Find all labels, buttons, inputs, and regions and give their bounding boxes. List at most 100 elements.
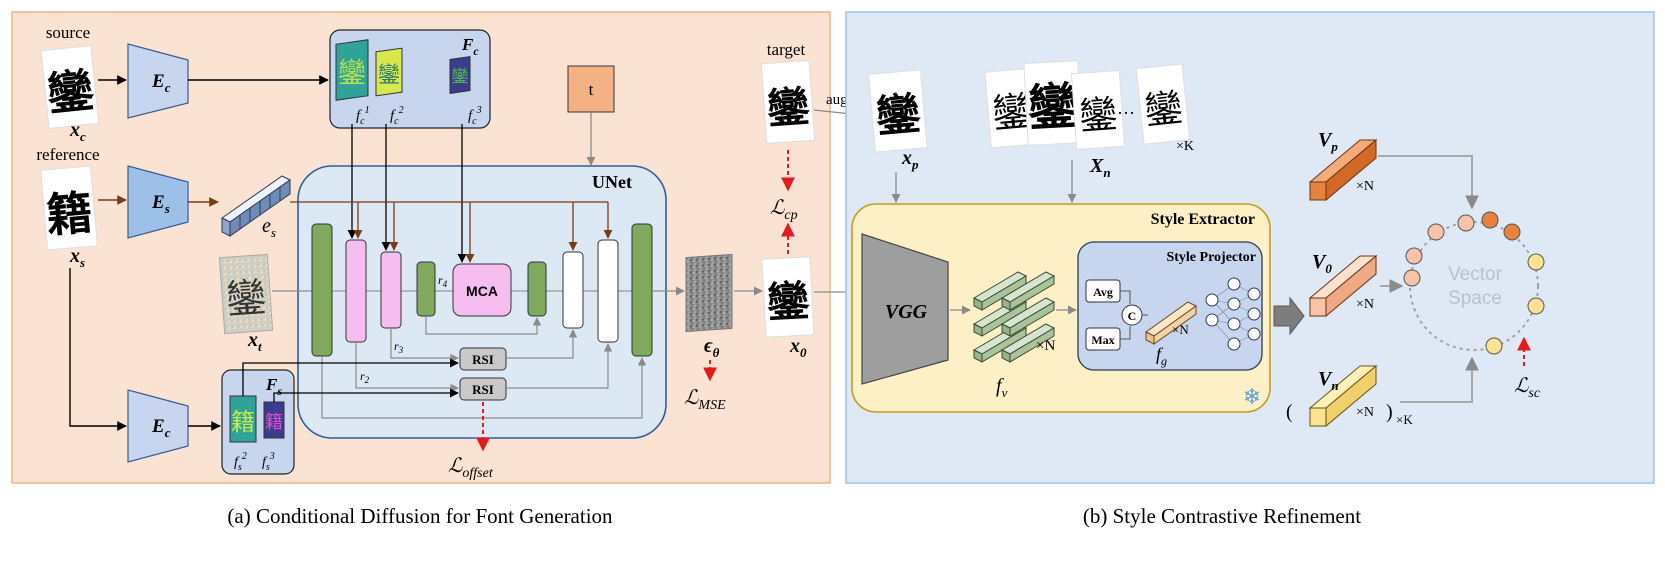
skip-r4: [425, 316, 542, 335]
style-encoder: [127, 165, 189, 239]
arrow-fs3-to-rsi2: [273, 388, 459, 402]
rsi-label-2: RSI: [472, 382, 494, 397]
vn-times-k: ×K: [1396, 412, 1413, 427]
unet-block-green-1: [311, 223, 333, 357]
fg-feature: [1145, 301, 1197, 345]
arrow-ref-to-ec-bottom: [69, 268, 127, 431]
vn-vector: [1308, 364, 1378, 428]
max-label: Max: [1091, 333, 1114, 347]
svg-text:鑾: 鑾: [225, 275, 268, 324]
unet-block-green-3: [527, 261, 547, 317]
source-char: 鑾: [44, 63, 97, 122]
vector-space-label-1: Vector: [1448, 264, 1503, 285]
fv-features: [972, 271, 1056, 363]
reference-char: 籍: [44, 185, 95, 243]
vector-space-label-2: Space: [1448, 288, 1502, 309]
fg-times-n: ×N: [1172, 322, 1189, 337]
unet-block-green-4: [631, 223, 653, 357]
fc3-label: fc3: [468, 105, 482, 127]
svg-text:鑾: 鑾: [338, 56, 366, 89]
svg-text:鑾: 鑾: [1078, 92, 1119, 139]
fc2-feature-map: 鑾: [375, 47, 403, 97]
source-label: source: [46, 23, 90, 42]
noisy-input-xt: 鑾: [218, 253, 274, 335]
fs3-feature-map: 籍: [263, 401, 285, 439]
fc1-label: fc1: [356, 105, 370, 127]
fc-feature-box: [329, 29, 491, 129]
caption-a: (a) Conditional Diffusion for Font Gener…: [227, 504, 613, 528]
fc1-feature-map: 鑾: [335, 39, 369, 101]
target-label: target: [767, 40, 806, 59]
xp-label: xp: [901, 147, 919, 172]
fc3-feature-map: 鑾: [449, 56, 471, 94]
timestep-label: t: [589, 80, 594, 99]
style-projector-label: Style Projector: [1166, 250, 1256, 265]
mca-block: [452, 263, 512, 317]
svg-text:籍: 籍: [265, 412, 283, 433]
fv-label: fv: [996, 375, 1008, 400]
r2-label: r2: [360, 369, 370, 385]
vp-label: Vp: [1318, 129, 1338, 154]
xt-label: xt: [247, 329, 262, 354]
vector-space-points: [1403, 211, 1545, 355]
vn-label: Vn: [1318, 368, 1339, 393]
extractor-output-arrow: [1273, 296, 1305, 336]
v0-label: V0: [1312, 251, 1332, 276]
svg-text:鑾: 鑾: [765, 82, 812, 134]
rsi-block-2: [459, 377, 507, 401]
xc-label: xc: [69, 119, 86, 144]
fs-label: Fs: [265, 375, 282, 398]
sc-loss-label: ℒsc: [1514, 375, 1541, 401]
vn-paren-close: ): [1386, 401, 1393, 423]
svg-text:鑾: 鑾: [1026, 77, 1081, 138]
predicted-noise-eps: [685, 253, 733, 333]
skip-r3-to-rsi: [390, 328, 459, 363]
svg-text:鑾: 鑾: [452, 67, 469, 87]
fg-label: fg: [1156, 344, 1167, 368]
negative-images-xn: 鑾 鑾 鑾 鑾: [984, 60, 1191, 151]
vp-times-n: ×N: [1356, 179, 1374, 194]
style-embedding-es: [221, 175, 291, 237]
fs3-label: fs3: [262, 451, 275, 473]
svg-text:鑾: 鑾: [378, 63, 400, 88]
r3-label: r3: [394, 339, 404, 355]
v0-vector: [1308, 254, 1378, 318]
xn-label: Xn: [1089, 155, 1111, 180]
es-embedding-label: es: [262, 215, 276, 240]
content-encoder-bottom: [127, 389, 189, 463]
negatives-times-k: ×K: [1176, 139, 1194, 154]
offset-loss-label: ℒoffset: [448, 455, 494, 481]
svg-text:鑾: 鑾: [873, 88, 923, 143]
vp-to-space-arrow: [1378, 155, 1479, 210]
ec-top-label: Ec: [151, 71, 171, 95]
fs2-label: fs2: [234, 451, 247, 473]
mca-label: MCA: [466, 283, 498, 299]
max-to-concat: [1120, 326, 1131, 340]
mse-loss-label: ℒMSE: [684, 387, 726, 413]
content-encoder-top: [127, 43, 189, 119]
fc2-label: fc2: [390, 105, 404, 127]
eps-label: ϵθ: [704, 335, 720, 360]
concat-label: C: [1128, 309, 1137, 323]
unet-block-white-1: [562, 251, 584, 329]
reference-label: reference: [36, 145, 99, 164]
vgg-label: VGG: [885, 301, 928, 323]
unet-block-pink-1: [345, 239, 367, 343]
vn-times-n: ×N: [1356, 405, 1374, 420]
unet-label: UNet: [592, 172, 632, 192]
target-image: 鑾: [760, 59, 816, 145]
rsi-label-1: RSI: [472, 352, 494, 367]
unet-block-pink-2: [380, 251, 402, 329]
x0-label: x0: [789, 335, 807, 360]
unet-block-white-2: [597, 239, 619, 343]
caption-b: (b) Style Contrastive Refinement: [1083, 504, 1361, 528]
avg-label: Avg: [1093, 285, 1113, 299]
xs-label: xs: [69, 245, 85, 270]
frozen-snowflake-icon: ❄: [1243, 385, 1261, 410]
cp-loss-label: ℒcp: [770, 197, 798, 223]
vp-vector: [1308, 138, 1378, 202]
ec-bottom-label: Ec: [151, 416, 171, 440]
vn-to-space-arrow: [1400, 356, 1479, 403]
fv-times-n: ×N: [1036, 338, 1055, 354]
